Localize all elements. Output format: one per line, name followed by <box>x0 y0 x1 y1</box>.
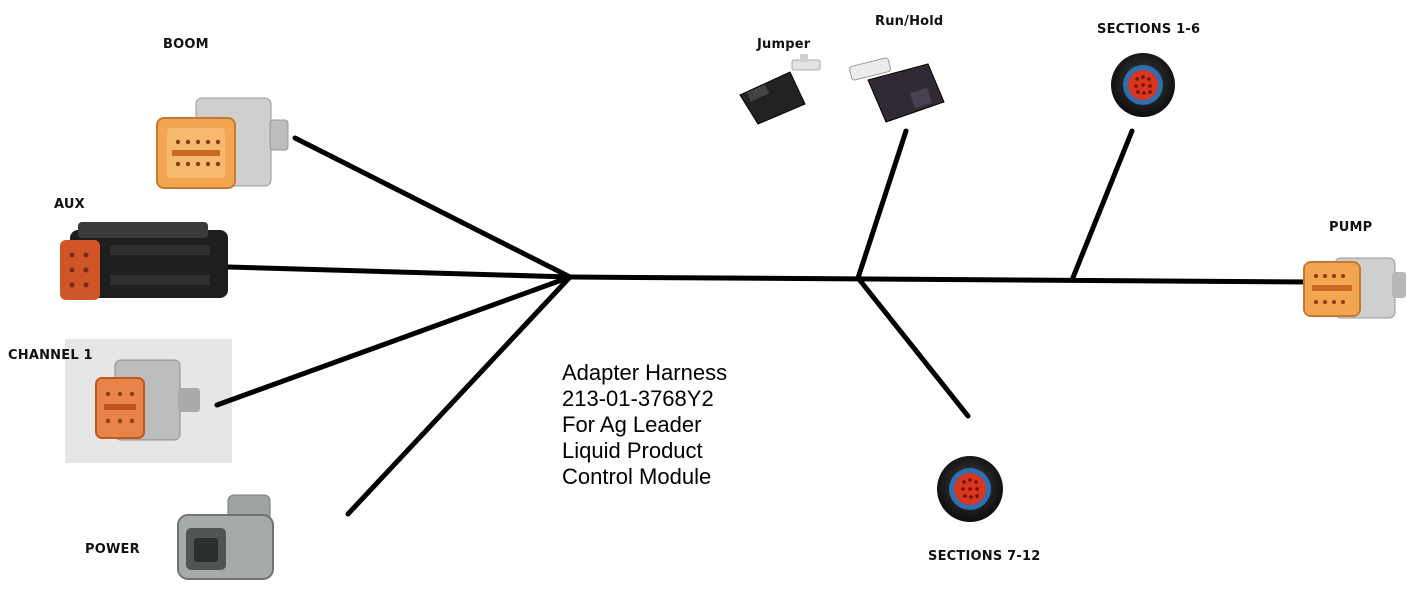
jumper-label: Jumper <box>757 37 811 52</box>
wire-boom <box>292 135 573 280</box>
run-hold-label: Run/Hold <box>875 14 944 29</box>
wire-sections-1-6 <box>1069 128 1135 283</box>
boom-label: BOOM <box>163 37 209 52</box>
description-line-1: Adapter Harness <box>562 360 728 385</box>
power-connector-icon <box>177 494 274 580</box>
harness-wires <box>214 128 1313 517</box>
wire-trunk <box>567 274 1313 285</box>
description-line-2: 213-01-3768Y2 <box>562 386 714 411</box>
channel1-label: CHANNEL 1 <box>8 348 93 363</box>
description-line-4: Liquid Product <box>562 438 703 463</box>
sections-7-12-connector-icon <box>937 456 1003 522</box>
wire-run-hold <box>855 128 909 281</box>
sections-1-6-label: SECTIONS 1-6 <box>1097 22 1201 37</box>
wire-power <box>345 274 573 517</box>
aux-connector-icon <box>60 222 228 300</box>
run-hold-connector-icon <box>849 57 945 123</box>
pump-connector-icon <box>1303 257 1406 319</box>
wire-aux <box>225 264 573 280</box>
wire-sections-7-12 <box>855 275 971 419</box>
channel1-connector-icon <box>95 359 200 441</box>
sections-7-12-label: SECTIONS 7-12 <box>928 549 1041 564</box>
sections-1-6-connector-icon <box>1111 53 1175 117</box>
pump-label: PUMP <box>1329 220 1373 235</box>
description-line-3: For Ag Leader <box>562 412 702 437</box>
aux-label: AUX <box>54 197 85 212</box>
power-label: POWER <box>85 542 140 557</box>
description-line-5: Control Module <box>562 464 712 489</box>
wire-channel1 <box>214 274 573 408</box>
boom-connector-icon <box>156 97 289 189</box>
jumper-connector-icon <box>739 54 821 125</box>
harness-description: Adapter Harness 213-01-3768Y2 For Ag Lea… <box>562 360 727 490</box>
